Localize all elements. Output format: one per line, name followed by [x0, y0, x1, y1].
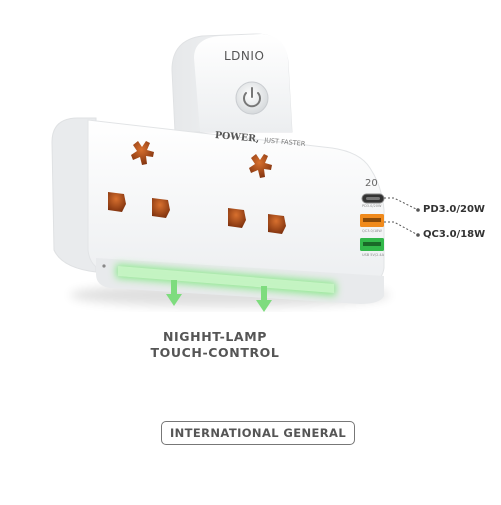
usb-c-port-icon: [361, 193, 385, 204]
lamp-label-line1: NIGHHT-LAMP: [162, 329, 267, 344]
night-lamp-strip: [118, 266, 334, 293]
slogan-main: POWER,: [214, 129, 260, 145]
callout-qc: QC3.0/18W: [423, 229, 486, 240]
slogan-sub: JUST FASTER: [263, 136, 306, 148]
typec-mark: 20: [365, 178, 378, 189]
lamp-arrow-icon: [256, 286, 272, 312]
callout-line-pd: [384, 197, 419, 211]
usb-a-port-icon: [360, 238, 384, 251]
usb-sub: USB 5V/2.4A: [362, 253, 385, 257]
usb-a-port-icon: [360, 214, 384, 227]
top-tower-front: [194, 34, 292, 132]
qc-sub: QC3.0/18W: [362, 229, 382, 233]
international-general-badge: INTERNATIONAL GENERAL: [161, 421, 355, 445]
power-button-icon[interactable]: [235, 81, 269, 115]
brand-logo: LDNIO: [224, 49, 265, 63]
lamp-label-line2: TOUCH-CONTROL: [150, 345, 280, 360]
lamp-arrow-icon: [166, 280, 182, 306]
universal-socket-icon: [228, 154, 286, 234]
callout-line-qc: [384, 221, 419, 236]
callout-pd: PD3.0/20W: [423, 204, 485, 215]
sensor-dot: [102, 264, 106, 268]
universal-socket-icon: [108, 141, 170, 218]
typec-sub: PD3.0/20W: [362, 204, 382, 208]
